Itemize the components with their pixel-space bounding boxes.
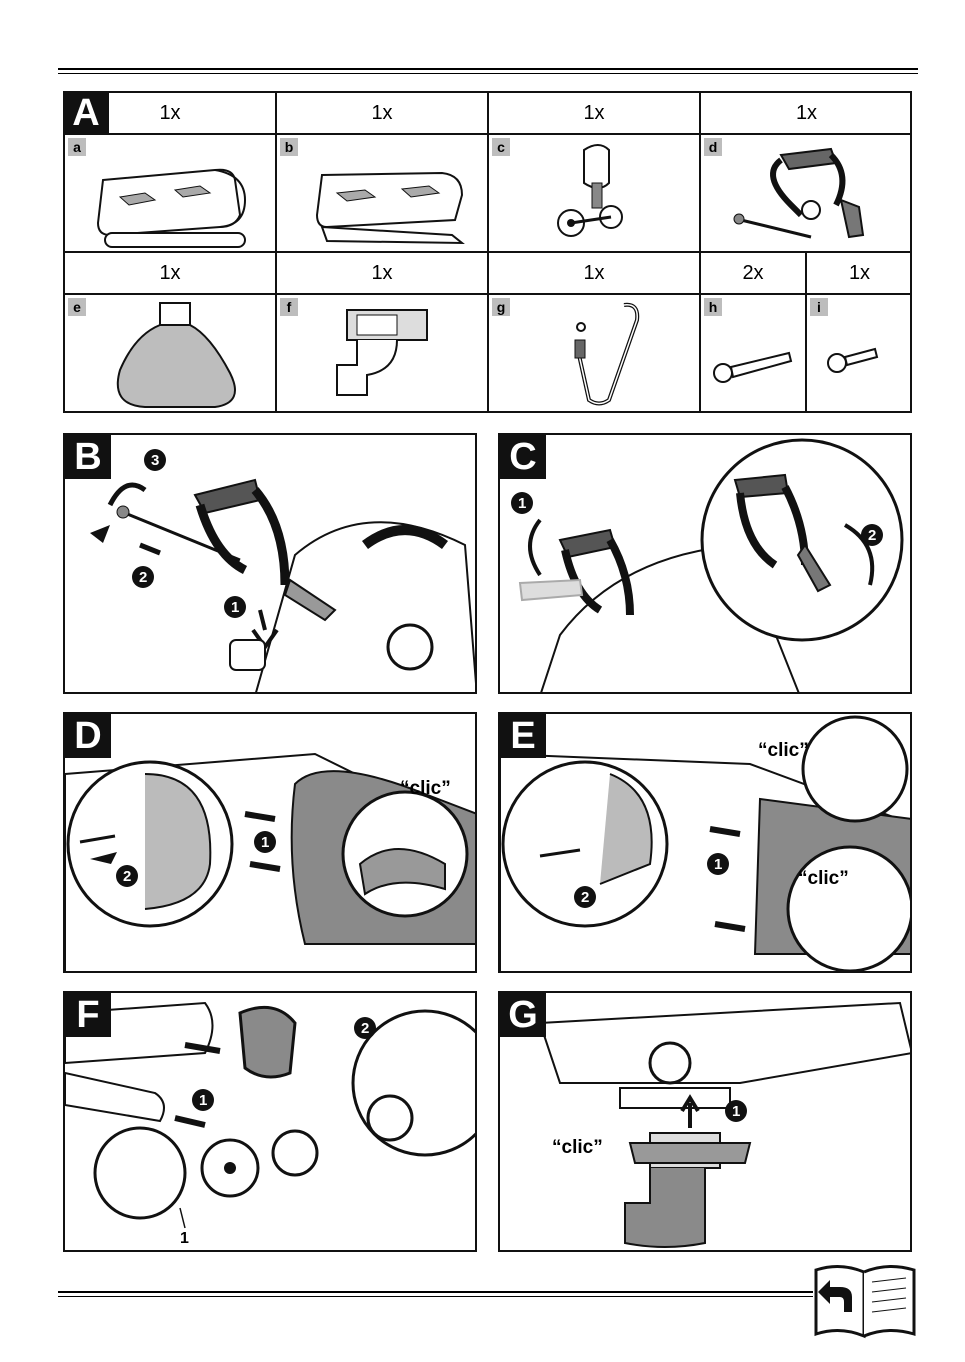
part-e: e xyxy=(65,295,277,411)
parts-table: A 1x 1x 1x 1x a b c d xyxy=(63,91,912,413)
qty-a: 1x xyxy=(65,93,277,135)
bottom-rule-thin xyxy=(58,1296,813,1297)
qty-h: 2x xyxy=(701,253,807,295)
step-2-label: 2 xyxy=(581,889,589,906)
step-2-label: 2 xyxy=(123,868,131,885)
qty-d: 1x xyxy=(701,93,912,135)
handle-fold-illustration: 1 2 xyxy=(500,435,912,694)
section-d-badge: D xyxy=(65,714,111,758)
qty-f: 1x xyxy=(277,253,489,295)
bottom-rule xyxy=(58,1291,813,1293)
part-h: h xyxy=(701,295,807,411)
section-g-badge: G xyxy=(500,993,546,1037)
qty-text: 1x xyxy=(371,262,392,285)
panel-f: 1 1 2 F xyxy=(63,991,477,1252)
qty-text: 1x xyxy=(583,102,604,125)
clic-sound-label: “clic” xyxy=(400,778,451,799)
qty-text: 1x xyxy=(371,102,392,125)
step-1-label: 1 xyxy=(231,599,239,616)
handle-icon xyxy=(701,135,911,251)
qty-text: 1x xyxy=(159,262,180,285)
step-1-label: 1 xyxy=(732,1103,740,1120)
part-label: b xyxy=(280,138,298,156)
handle-mounting-illustration: 3 2 1 xyxy=(65,435,477,694)
section-c-badge: C xyxy=(500,435,546,479)
part-label: f xyxy=(280,298,298,316)
section-e-badge: E xyxy=(500,714,546,758)
tube-attach-illustration: 2 1 “clic” xyxy=(65,714,477,973)
section-f-badge: F xyxy=(65,993,111,1037)
qty-text: 1x xyxy=(159,102,180,125)
part-f: f xyxy=(277,295,489,411)
bag-adapter-attach-illustration: 1 “clic” xyxy=(500,993,912,1252)
shoulder-strap-icon xyxy=(489,295,699,411)
step-1-label: 1 xyxy=(518,495,526,512)
bag-adapter-icon xyxy=(277,295,487,411)
book-return-arrow-icon[interactable] xyxy=(812,1262,918,1347)
panel-e: 2 1 “clic” “clic” E xyxy=(498,712,912,973)
step-2-label: 2 xyxy=(868,527,876,544)
qty-b: 1x xyxy=(277,93,489,135)
top-rule xyxy=(58,68,918,70)
step-2-label: 2 xyxy=(361,1020,369,1037)
callout-1-label: 1 xyxy=(180,1230,189,1247)
wheel-attach-illustration: 1 1 2 xyxy=(65,993,477,1252)
part-c: c xyxy=(489,135,701,253)
part-label: i xyxy=(810,298,828,316)
step-1-label: 1 xyxy=(261,834,269,851)
section-b-badge: B xyxy=(65,435,111,479)
step-2-label: 2 xyxy=(139,569,147,586)
back-page-icon xyxy=(812,1262,918,1342)
part-label: c xyxy=(492,138,510,156)
panel-b: 3 2 1 B xyxy=(63,433,477,694)
panel-c: 1 2 C xyxy=(498,433,912,694)
wheel-bracket-icon xyxy=(489,135,699,251)
part-a: a xyxy=(65,135,277,253)
suction-tube-icon xyxy=(277,135,487,251)
qty-c: 1x xyxy=(489,93,701,135)
part-label: g xyxy=(492,298,510,316)
blower-tube-icon xyxy=(65,135,275,251)
part-label: a xyxy=(68,138,86,156)
suction-tube-attach-illustration: 2 1 “clic” “clic” xyxy=(500,714,912,973)
panel-g: 1 “clic” G xyxy=(498,991,912,1252)
collection-bag-icon xyxy=(65,295,275,411)
part-label: e xyxy=(68,298,86,316)
step-3-label: 3 xyxy=(151,452,159,469)
clic-sound-label-2: “clic” xyxy=(798,868,849,889)
top-rule-thin xyxy=(58,73,918,74)
panel-d: 2 1 “clic” D xyxy=(63,712,477,973)
clic-sound-label: “clic” xyxy=(552,1137,603,1158)
part-b: b xyxy=(277,135,489,253)
qty-text: 1x xyxy=(796,102,817,125)
part-i: i xyxy=(807,295,912,411)
qty-g: 1x xyxy=(489,253,701,295)
step-1-label: 1 xyxy=(199,1092,207,1109)
part-d: d xyxy=(701,135,912,253)
qty-text: 1x xyxy=(849,262,870,285)
part-label: d xyxy=(704,138,722,156)
step-1-label: 1 xyxy=(714,856,722,873)
qty-text: 2x xyxy=(742,262,763,285)
qty-i: 1x xyxy=(807,253,912,295)
part-g: g xyxy=(489,295,701,411)
qty-text: 1x xyxy=(583,262,604,285)
part-label: h xyxy=(704,298,722,316)
clic-sound-label: “clic” xyxy=(758,740,809,761)
qty-e: 1x xyxy=(65,253,277,295)
